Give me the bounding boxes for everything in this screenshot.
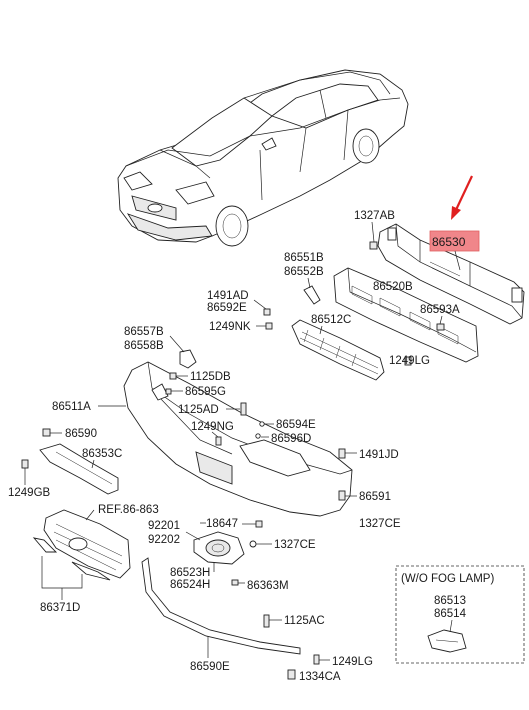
car-illustration (117, 69, 409, 247)
part-86592E-label: 86592E (207, 302, 247, 314)
part-1249GB-label: 1249GB (8, 487, 51, 499)
lower-grille (291, 319, 385, 381)
energy-absorber (333, 267, 479, 363)
fog-lamp-alt-box (395, 565, 525, 664)
part-1334CA-label: 1334CA (299, 671, 341, 683)
bracket-86353C (39, 443, 119, 495)
part-86558B-label: 86558B (124, 340, 164, 352)
front-bumper-cover (123, 361, 353, 517)
part-86596D-label: 86596D (271, 433, 311, 445)
part-86520B-label: 86520B (373, 281, 413, 293)
part-86363M-label: 86363M (247, 580, 289, 592)
part-86353C-label: 86353C (82, 448, 122, 460)
part-1125AC-label: 1125AC (284, 615, 325, 627)
part-86523H-label: 86523H (170, 567, 210, 579)
highlight-arrow (451, 175, 473, 220)
part-86557B-label: 86557B (124, 326, 164, 338)
part-86530-highlight[interactable] (429, 230, 480, 252)
part-86594E-label: 86594E (276, 419, 316, 431)
radiator-grille (32, 509, 131, 581)
nut-1327AB (369, 241, 378, 250)
part-92201-label: 92201 (148, 520, 180, 532)
part-1125AD-label-a: 1125AD (178, 404, 219, 416)
part-86514-label: 86514 (434, 608, 467, 620)
part-86511A-label: 86511A (52, 401, 91, 413)
part-86551B-label: 86551B (284, 252, 324, 264)
part-86513-label: 86513 (434, 595, 466, 607)
part-86512C-label: 86512C (311, 314, 351, 326)
lower-moulding (141, 557, 301, 655)
part-86593A-label: 86593A (420, 304, 460, 316)
bumper-back-beam (377, 223, 525, 325)
part-86595G-label: 86595G (185, 386, 226, 398)
part-REF-label: REF.86-863 (98, 504, 159, 516)
part-1249NG-label: 1249NG (191, 421, 234, 433)
part-86590E-label: 86590E (190, 661, 230, 673)
part-86524H-label: 86524H (170, 579, 210, 591)
bracket-86557B (179, 349, 197, 369)
part-1249LG-label-b: 1249LG (332, 656, 373, 668)
part-92202-label: 92202 (148, 534, 180, 546)
part-86552B-label: 86552B (284, 266, 324, 278)
part-1491AD-label: 1491AD (207, 290, 249, 302)
part-1327AB-label: 1327AB (354, 210, 395, 222)
part-1491JD-label: 1491JD (359, 449, 399, 461)
part-86530-label: 86530 (432, 235, 466, 249)
part-1249NK-label: 1249NK (209, 321, 251, 333)
part-86371D-label: 86371D (40, 602, 80, 614)
part-86591-label: 86591 (359, 491, 391, 503)
part-86590-label-a: 86590 (65, 428, 97, 440)
part-1327CE-label-a: 1327CE (359, 518, 401, 530)
part-1125DB-label: 1125DB (190, 371, 231, 383)
fog-lamp (193, 531, 245, 565)
part-1249LG-label-a: 1249LG (389, 355, 430, 367)
part-1327CE-label-b: 1327CE (274, 539, 316, 551)
part-18647-label: 18647 (206, 518, 238, 530)
bracket-86551B (303, 285, 321, 305)
fog-lamp-alt-title: (W/O FOG LAMP) (401, 573, 494, 585)
